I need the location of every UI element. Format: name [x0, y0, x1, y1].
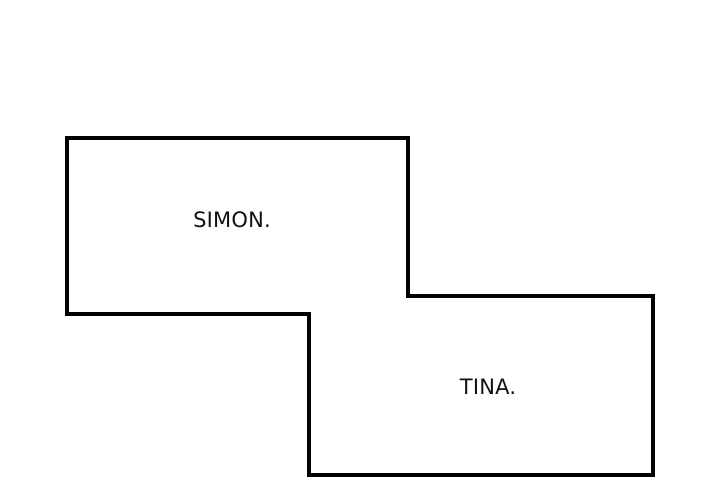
caption-box-outline	[65, 136, 655, 477]
caption-tina: TINA.	[459, 375, 517, 399]
caption-simon: SIMON.	[193, 208, 271, 232]
